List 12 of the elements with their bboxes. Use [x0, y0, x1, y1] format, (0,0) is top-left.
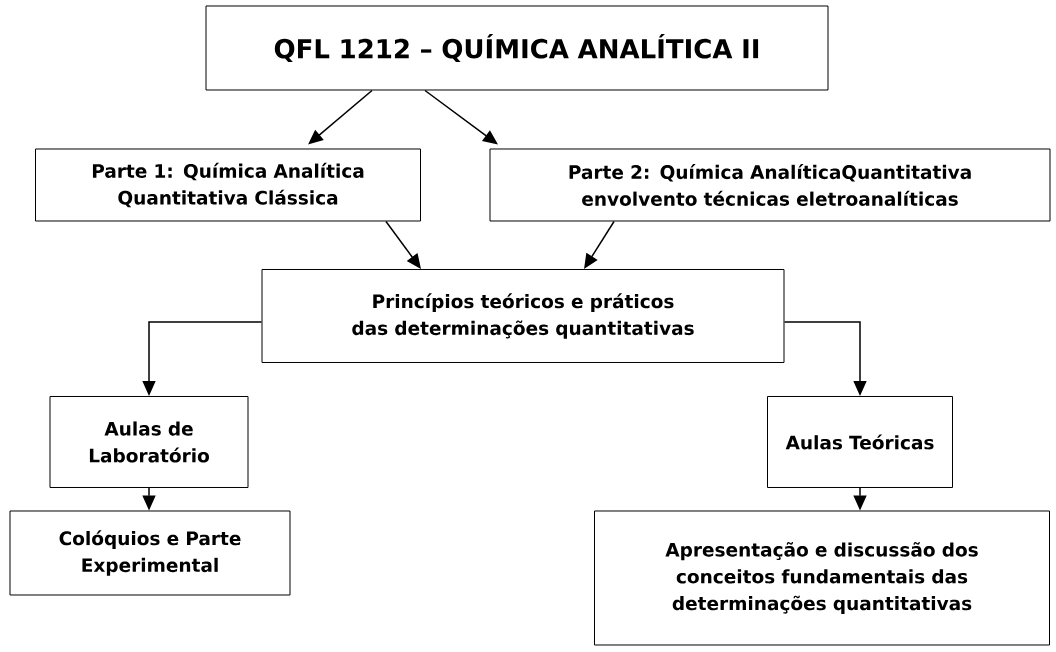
process-box: Parte 2: Química AnalíticaQuantitativa envolvento técnicas eletroanalíticas [489, 148, 1051, 222]
process-box: Princípios teóricos e práticos das determinações quantitativas [261, 269, 785, 363]
arrow [385, 220, 421, 269]
process-box: Aulas de Laboratório [49, 396, 249, 488]
arrow [424, 89, 498, 145]
process-box: Apresentação e discussão dos conceitos fundamentais das determinações quantitativas [594, 510, 1050, 646]
process-box: QFL 1212 – QUÍMICA ANALÍTICA II [205, 5, 829, 91]
process-box: Colóquios e Parte Experimental [9, 510, 291, 596]
arrow [584, 220, 615, 269]
process-box: Aulas Teóricas [767, 396, 953, 488]
process-box: Parte 1: Química Analítica Quantitativa Clássica [35, 148, 421, 222]
arrow [308, 89, 373, 145]
